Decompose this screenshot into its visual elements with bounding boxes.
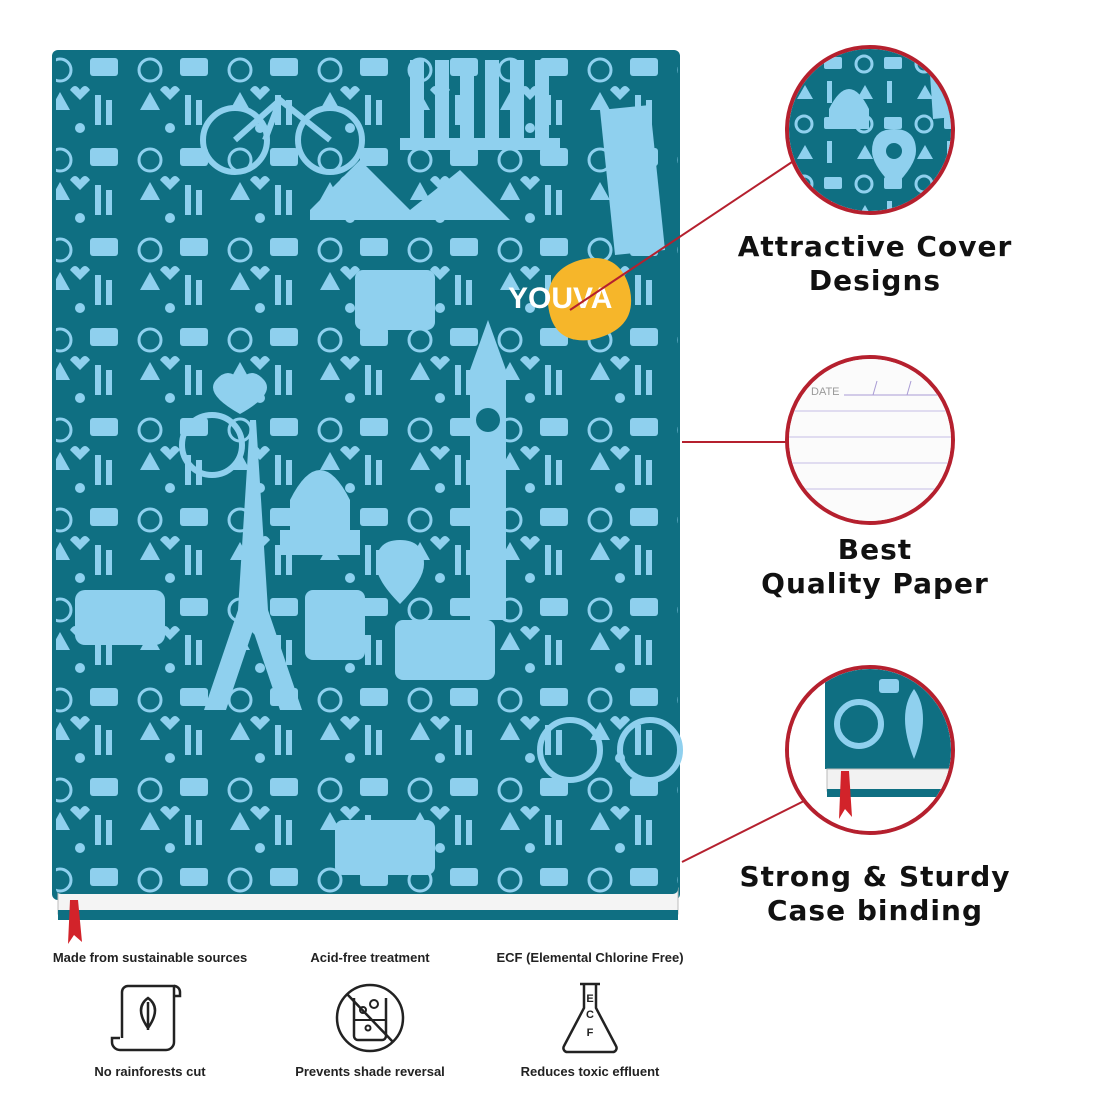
feature-cover-designs: Attractive Cover Designs [737,230,1013,297]
svg-text:C: C [586,1009,594,1021]
badge-acid-free: Acid-free treatment Prevents shade rever… [295,950,445,1079]
svg-text:E: E [586,993,593,1005]
case-binding-zoom [785,665,955,835]
svg-text:F: F [587,1027,594,1039]
badge-ecf: ECF (Elemental Chlorine Free) E C F Redu… [496,950,684,1079]
brand-logo: YOUVA [508,282,612,315]
badge-sustainable: Made from sustainable sources No rainfor… [52,950,248,1079]
no-acid-beaker-icon [335,983,405,1053]
feature-case-binding: Strong & Sturdy Case binding [739,860,1011,927]
notebook-image: YOUVA [40,50,690,950]
paper-date-label: DATE [811,386,840,398]
paper-quality-zoom: DATE [785,355,955,525]
feature-quality-paper: Best Quality Paper [761,533,989,600]
leaf-scroll-icon [110,984,182,1052]
ecf-flask-icon: E C F [562,982,618,1054]
cover-design-zoom [785,45,955,215]
eco-badges: Made from sustainable sources No rainfor… [40,950,700,1090]
